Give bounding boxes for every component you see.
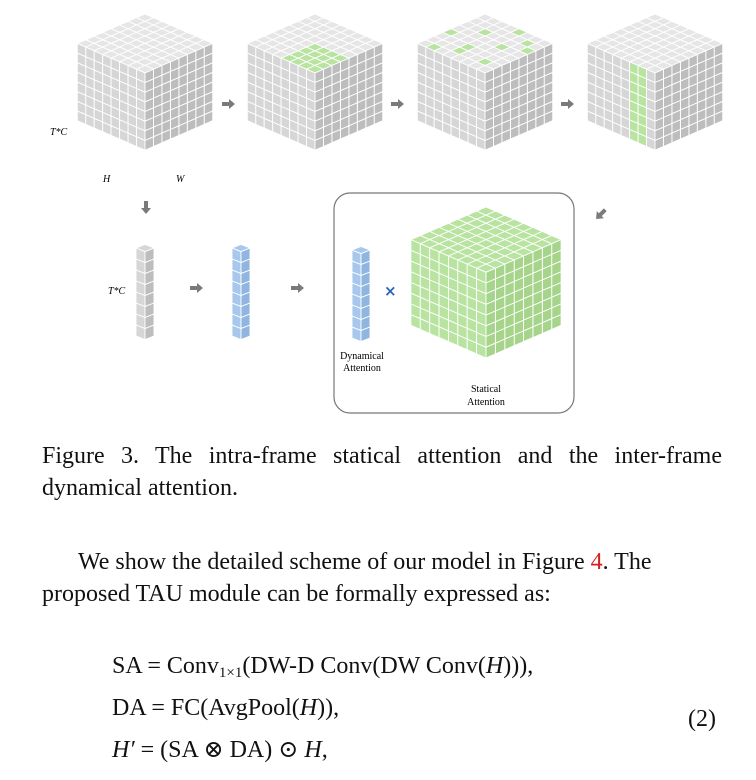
right-arrow-4 <box>190 283 203 293</box>
figure-caption: Figure 3. The intra-frame statical atten… <box>42 443 722 501</box>
right-arrow-5 <box>291 283 304 293</box>
paragraph-text-before: We show the detailed scheme of our model… <box>78 549 591 575</box>
dynamical-attention-label-2: Attention <box>343 363 381 374</box>
eq3-end: , <box>321 737 328 763</box>
column-fc <box>230 243 252 341</box>
tc-label-column: T*C <box>108 286 126 297</box>
equation-da: DA = FC(AvgPool(H)), <box>112 692 339 724</box>
attention-panel <box>333 192 575 414</box>
figure-4-reference-link[interactable]: 4 <box>590 549 603 575</box>
figure-3-illustration: T*C H W T*C × Dynamical Attention Static… <box>50 13 724 414</box>
eq3-variable: H′ <box>112 737 135 763</box>
eq1-lhs: SA = Conv <box>112 653 219 679</box>
column-dynamical-attention <box>350 245 372 343</box>
eq2-lhs: DA = FC(AvgPool( <box>112 695 300 721</box>
h-axis-label: H <box>102 174 111 185</box>
cube-statical-attention <box>409 206 563 359</box>
cube-input <box>76 13 214 151</box>
tc-label-main: T*C <box>50 127 68 138</box>
equation-h-prime: H′ = (SA ⊗ DA) ⊙ H, <box>112 734 328 766</box>
w-axis-label: W <box>176 174 186 185</box>
cube-depthwise-column <box>586 13 724 151</box>
eq3-variable-2: H <box>304 737 322 763</box>
eq2-variable: H <box>299 695 318 721</box>
column-pooled <box>134 243 156 341</box>
down-left-arrow <box>596 208 607 219</box>
down-arrow <box>141 201 151 214</box>
cube-statical-block <box>246 13 384 151</box>
equation-number: (2) <box>688 706 716 732</box>
cube-dilated-sampling <box>416 13 554 151</box>
eq1-body: (DW-D Conv(DW Conv( <box>242 653 486 679</box>
right-arrow-3 <box>561 99 574 109</box>
eq1-subscript: 1×1 <box>218 665 243 681</box>
eq2-end: )), <box>317 695 340 721</box>
equation-sa: SA = Conv1×1(DW-D Conv(DW Conv(H))), <box>112 650 533 682</box>
statical-attention-label-1: Statical <box>471 384 501 395</box>
eq1-variable: H <box>485 653 504 679</box>
dynamical-attention-label-1: Dynamical <box>340 351 384 362</box>
right-arrow-1 <box>222 99 235 109</box>
eq3-body: = (SA ⊗ DA) ⊙ <box>134 737 305 763</box>
eq1-end: ))), <box>503 653 534 679</box>
right-arrow-2 <box>391 99 404 109</box>
body-paragraph: We show the detailed scheme of our model… <box>42 546 732 610</box>
statical-attention-label-2: Attention <box>467 397 505 408</box>
paragraph-text-after: . The proposed TAU module can be formall… <box>42 549 652 607</box>
times-symbol: × <box>384 282 397 300</box>
